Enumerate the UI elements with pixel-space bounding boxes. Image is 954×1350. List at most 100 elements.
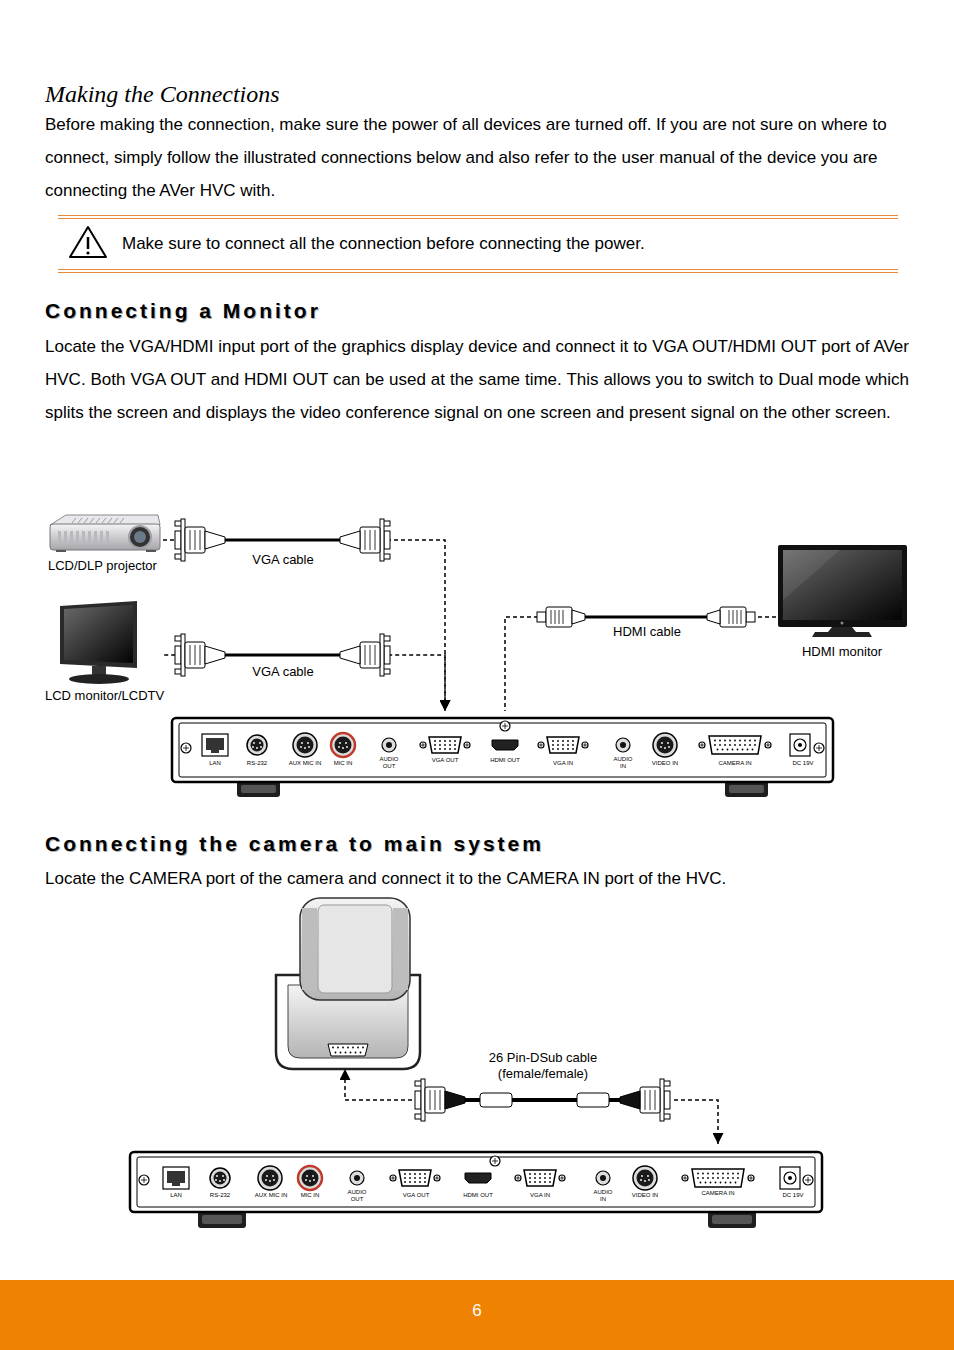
- vga-socket: [399, 1170, 431, 1186]
- pin-hole: [557, 740, 559, 742]
- din-pin: [308, 746, 310, 748]
- pin-hole: [534, 1177, 536, 1179]
- pin-hole: [717, 749, 719, 751]
- din-pin: [640, 1179, 642, 1181]
- pin-hole: [732, 749, 734, 751]
- port-label: CAMERA IN: [715, 760, 755, 767]
- pin-hole: [340, 1052, 342, 1054]
- monitor-base: [812, 632, 872, 637]
- pin-hole: [567, 748, 569, 750]
- din-pin: [253, 742, 255, 744]
- pin-hole: [534, 1173, 536, 1175]
- pin-hole: [357, 1047, 359, 1049]
- pin-hole: [707, 1173, 709, 1175]
- pin-hole: [729, 740, 731, 742]
- audio-jack-hole: [620, 742, 626, 748]
- pin-hole: [725, 1182, 727, 1184]
- pin-hole: [727, 1177, 729, 1179]
- cable-connector: [163, 540, 445, 711]
- pin-hole: [697, 1173, 699, 1175]
- pin-hole: [544, 1177, 546, 1179]
- ferrite-core: [577, 1093, 609, 1107]
- pin-hole: [549, 1173, 551, 1175]
- plug-pins: [175, 646, 181, 664]
- projector-vent: [90, 518, 94, 523]
- plug-plate: [181, 634, 185, 676]
- port-socket-icon: [415, 733, 475, 757]
- camera-port: [328, 1044, 368, 1056]
- port-label: AUDIO OUT: [378, 756, 400, 770]
- plug-shell: [185, 527, 205, 553]
- pin-hole: [449, 748, 451, 750]
- din-pin: [339, 742, 341, 744]
- dsub-plug: [340, 634, 390, 676]
- pin-hole: [754, 744, 756, 746]
- din-pin: [272, 1175, 274, 1177]
- pin-hole: [409, 1177, 411, 1179]
- camera-head-side: [302, 908, 317, 990]
- port-label: DC 19V: [788, 760, 818, 767]
- screw-slot: [183, 745, 189, 751]
- dsub-cable: 26 Pin-DSub cable (female/female): [412, 1050, 674, 1122]
- pin-hole: [742, 749, 744, 751]
- plug-shell: [360, 527, 380, 553]
- din-socket-core: [214, 1172, 227, 1185]
- lcd-monitor-illustration: [60, 601, 137, 684]
- pin-hole: [544, 1173, 546, 1175]
- vga-socket: [524, 1170, 556, 1186]
- din-pin: [305, 1179, 307, 1181]
- screw: [181, 743, 191, 753]
- din-pin: [668, 746, 670, 748]
- plug-pins: [175, 531, 181, 549]
- pin-hole: [347, 1047, 349, 1049]
- screw: [682, 1175, 688, 1181]
- screw-slot: [435, 1176, 439, 1180]
- screw: [490, 1156, 500, 1166]
- dsub26-socket: [692, 1169, 744, 1187]
- din-pin: [301, 742, 303, 744]
- plug-rib: [650, 1090, 651, 1110]
- pin-hole: [539, 1181, 541, 1183]
- pin-hole: [404, 1177, 406, 1179]
- screw: [390, 1175, 396, 1181]
- pin-hole: [419, 1173, 421, 1175]
- pin-hole: [722, 1173, 724, 1175]
- monitor-power-led: [841, 622, 844, 625]
- plug-rib: [733, 610, 734, 624]
- port-label: MIC IN: [297, 1192, 323, 1199]
- panel-housing: [130, 1152, 822, 1212]
- din-pin: [307, 742, 309, 744]
- cable-connector: [674, 1100, 718, 1144]
- plug-plate: [660, 1079, 664, 1121]
- pin-hole: [697, 1177, 699, 1179]
- projector-lens-ring: [129, 526, 151, 548]
- pin-hole: [342, 1047, 344, 1049]
- plug-rib: [737, 610, 738, 624]
- pin-hole: [444, 748, 446, 750]
- screw: [559, 1175, 565, 1181]
- screw-slot: [583, 743, 587, 747]
- hdmi-plug: [537, 607, 585, 627]
- hdmi-out-port: HDMI OUT: [485, 711, 525, 764]
- projector-body: [50, 524, 160, 550]
- pin-hole: [355, 1052, 357, 1054]
- projector-grille: [82, 531, 85, 543]
- port-label: MIC IN: [330, 760, 356, 767]
- ferrite-core: [480, 1093, 512, 1107]
- page-footer: 6: [0, 1280, 954, 1350]
- port-label: LAN: [164, 1192, 188, 1199]
- din-socket: [293, 733, 317, 757]
- port-label: VIDEO IN: [628, 1192, 662, 1199]
- plug-boot: [340, 646, 360, 664]
- pin-hole: [749, 740, 751, 742]
- plug-plate: [380, 634, 384, 676]
- din-pin: [647, 1175, 649, 1177]
- pin-hole: [739, 740, 741, 742]
- plug-pins: [664, 1091, 670, 1109]
- port-label: VGA OUT: [400, 1192, 432, 1199]
- din-pin: [273, 1179, 275, 1181]
- plug-rib: [190, 645, 191, 665]
- port-label: AUDIO IN: [592, 1189, 614, 1203]
- port-label: VGA IN: [548, 760, 578, 767]
- pin-hole: [737, 1177, 739, 1179]
